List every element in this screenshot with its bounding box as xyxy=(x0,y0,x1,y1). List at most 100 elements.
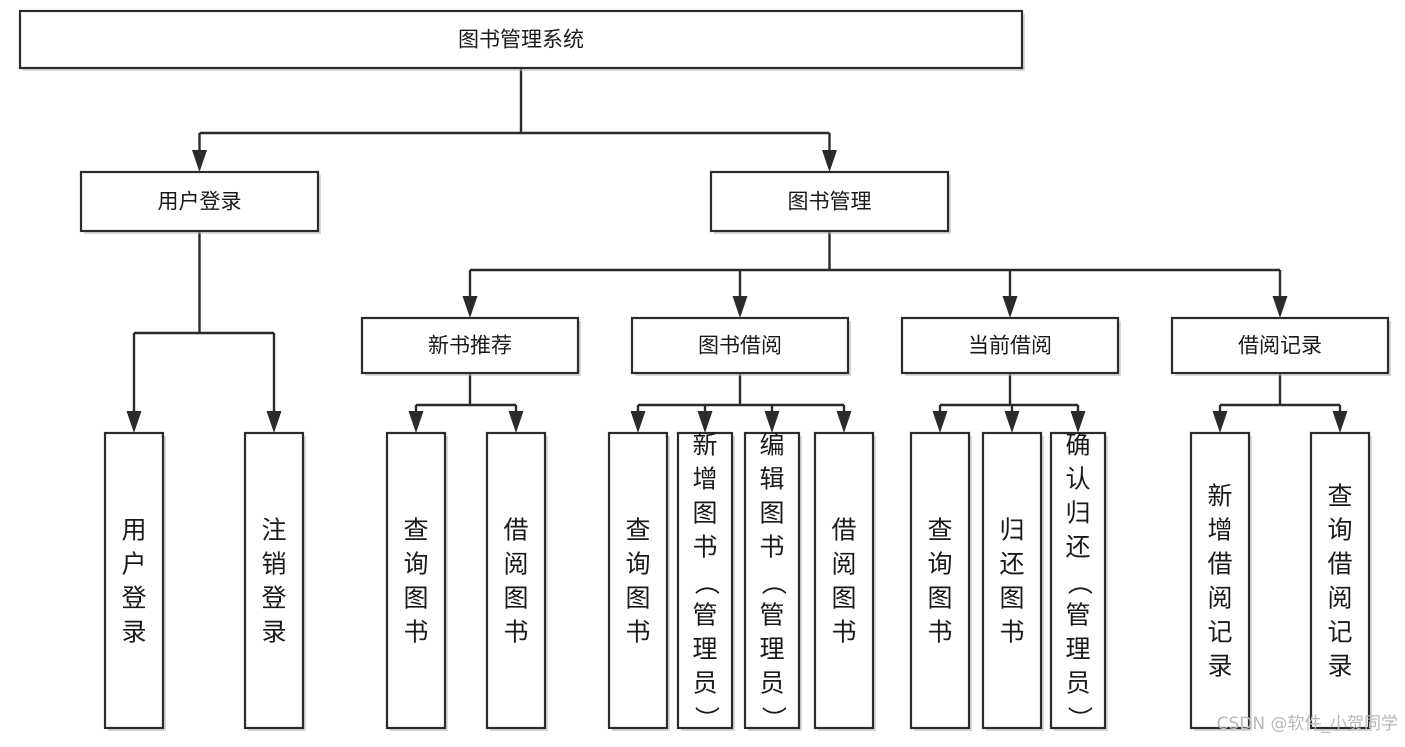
svg-text:管: 管 xyxy=(1065,601,1090,630)
svg-text:图: 图 xyxy=(831,584,856,613)
arrow-head-leaf-add-record xyxy=(1212,411,1228,433)
svg-text:认: 认 xyxy=(1065,465,1090,494)
connector-group-current-borrow xyxy=(932,373,1086,433)
svg-text:查: 查 xyxy=(1327,482,1352,511)
svg-text:员: 员 xyxy=(759,669,784,698)
svg-text:借: 借 xyxy=(831,516,856,545)
connector-group-book-borrow xyxy=(630,373,852,433)
svg-text:借: 借 xyxy=(503,516,528,545)
svg-text:理: 理 xyxy=(692,635,717,664)
node-current-borrow[interactable]: 当前借阅 xyxy=(900,316,1121,376)
node-box[interactable] xyxy=(813,431,875,730)
svg-text:书: 书 xyxy=(403,618,428,647)
svg-text:归: 归 xyxy=(999,516,1024,545)
node-box[interactable] xyxy=(385,431,447,730)
node-box[interactable] xyxy=(900,316,1120,375)
svg-text:录: 录 xyxy=(121,618,146,647)
node-box[interactable] xyxy=(676,431,734,730)
svg-text:书: 书 xyxy=(831,618,856,647)
node-new-book-recommend[interactable]: 新书推荐 xyxy=(360,316,581,376)
svg-text:图: 图 xyxy=(999,584,1024,613)
connector-group-user-login xyxy=(126,231,282,433)
svg-text:还: 还 xyxy=(1065,533,1090,562)
svg-text:图: 图 xyxy=(759,499,784,528)
svg-text:员: 员 xyxy=(1065,669,1090,698)
node-box[interactable] xyxy=(909,431,971,730)
svg-text:（: （ xyxy=(1065,570,1094,595)
node-leaf-user-login[interactable]: 用户登录 xyxy=(103,431,166,731)
connector-group-book-manage xyxy=(462,231,1288,318)
svg-text:理: 理 xyxy=(759,635,784,664)
arrow-head-leaf-query-record xyxy=(1332,411,1348,433)
node-box[interactable] xyxy=(607,431,669,730)
node-box[interactable] xyxy=(709,170,950,233)
svg-text:询: 询 xyxy=(1327,516,1352,545)
arrow-head-book-manage xyxy=(822,150,837,172)
arrow-head-leaf-borrow-book-2 xyxy=(836,411,852,433)
node-box[interactable] xyxy=(743,431,801,730)
svg-text:登: 登 xyxy=(121,584,146,613)
node-box[interactable] xyxy=(18,9,1024,70)
svg-text:询: 询 xyxy=(927,550,952,579)
svg-text:询: 询 xyxy=(625,550,650,579)
node-box[interactable] xyxy=(103,431,165,730)
node-box[interactable] xyxy=(1049,431,1107,730)
node-box[interactable] xyxy=(79,170,320,233)
node-box[interactable] xyxy=(1309,431,1371,730)
connector-layer xyxy=(126,68,1348,433)
node-user-login[interactable]: 用户登录 xyxy=(79,170,321,234)
node-label: 图书管理 xyxy=(788,190,872,214)
node-box[interactable] xyxy=(360,316,580,375)
svg-text:阅: 阅 xyxy=(503,550,528,579)
node-box[interactable] xyxy=(485,431,547,730)
arrow-head-leaf-return-book xyxy=(1004,411,1020,433)
node-box[interactable] xyxy=(630,316,850,375)
svg-text:）: ） xyxy=(759,706,788,731)
svg-text:阅: 阅 xyxy=(1207,584,1232,613)
node-book-manage[interactable]: 图书管理 xyxy=(709,170,951,234)
svg-text:归: 归 xyxy=(1065,499,1090,528)
svg-text:图: 图 xyxy=(927,584,952,613)
node-root[interactable]: 图书管理系统 xyxy=(18,9,1025,71)
node-box[interactable] xyxy=(1189,431,1251,730)
node-box[interactable] xyxy=(981,431,1043,730)
svg-text:）: ） xyxy=(692,706,721,731)
svg-text:查: 查 xyxy=(625,516,650,545)
svg-text:新: 新 xyxy=(692,431,717,460)
svg-text:书: 书 xyxy=(503,618,528,647)
node-box[interactable] xyxy=(243,431,305,730)
arrow-head-leaf-add-book xyxy=(697,411,713,433)
node-box[interactable] xyxy=(1170,316,1390,375)
node-label: 用户登录 xyxy=(158,190,242,214)
svg-text:（: （ xyxy=(759,570,788,595)
csdn-watermark: CSDN @软件_小贺同学 xyxy=(1217,714,1398,734)
svg-text:）: ） xyxy=(1065,706,1094,731)
svg-text:确: 确 xyxy=(1065,431,1090,460)
svg-text:书: 书 xyxy=(625,618,650,647)
svg-text:户: 户 xyxy=(121,550,146,579)
node-label: 图书管理系统 xyxy=(458,28,584,52)
arrow-head-leaf-query-book-2 xyxy=(630,411,646,433)
node-book-borrow[interactable]: 图书借阅 xyxy=(630,316,851,376)
arrow-head-leaf-logout xyxy=(266,411,282,433)
node-borrow-record[interactable]: 借阅记录 xyxy=(1170,316,1391,376)
